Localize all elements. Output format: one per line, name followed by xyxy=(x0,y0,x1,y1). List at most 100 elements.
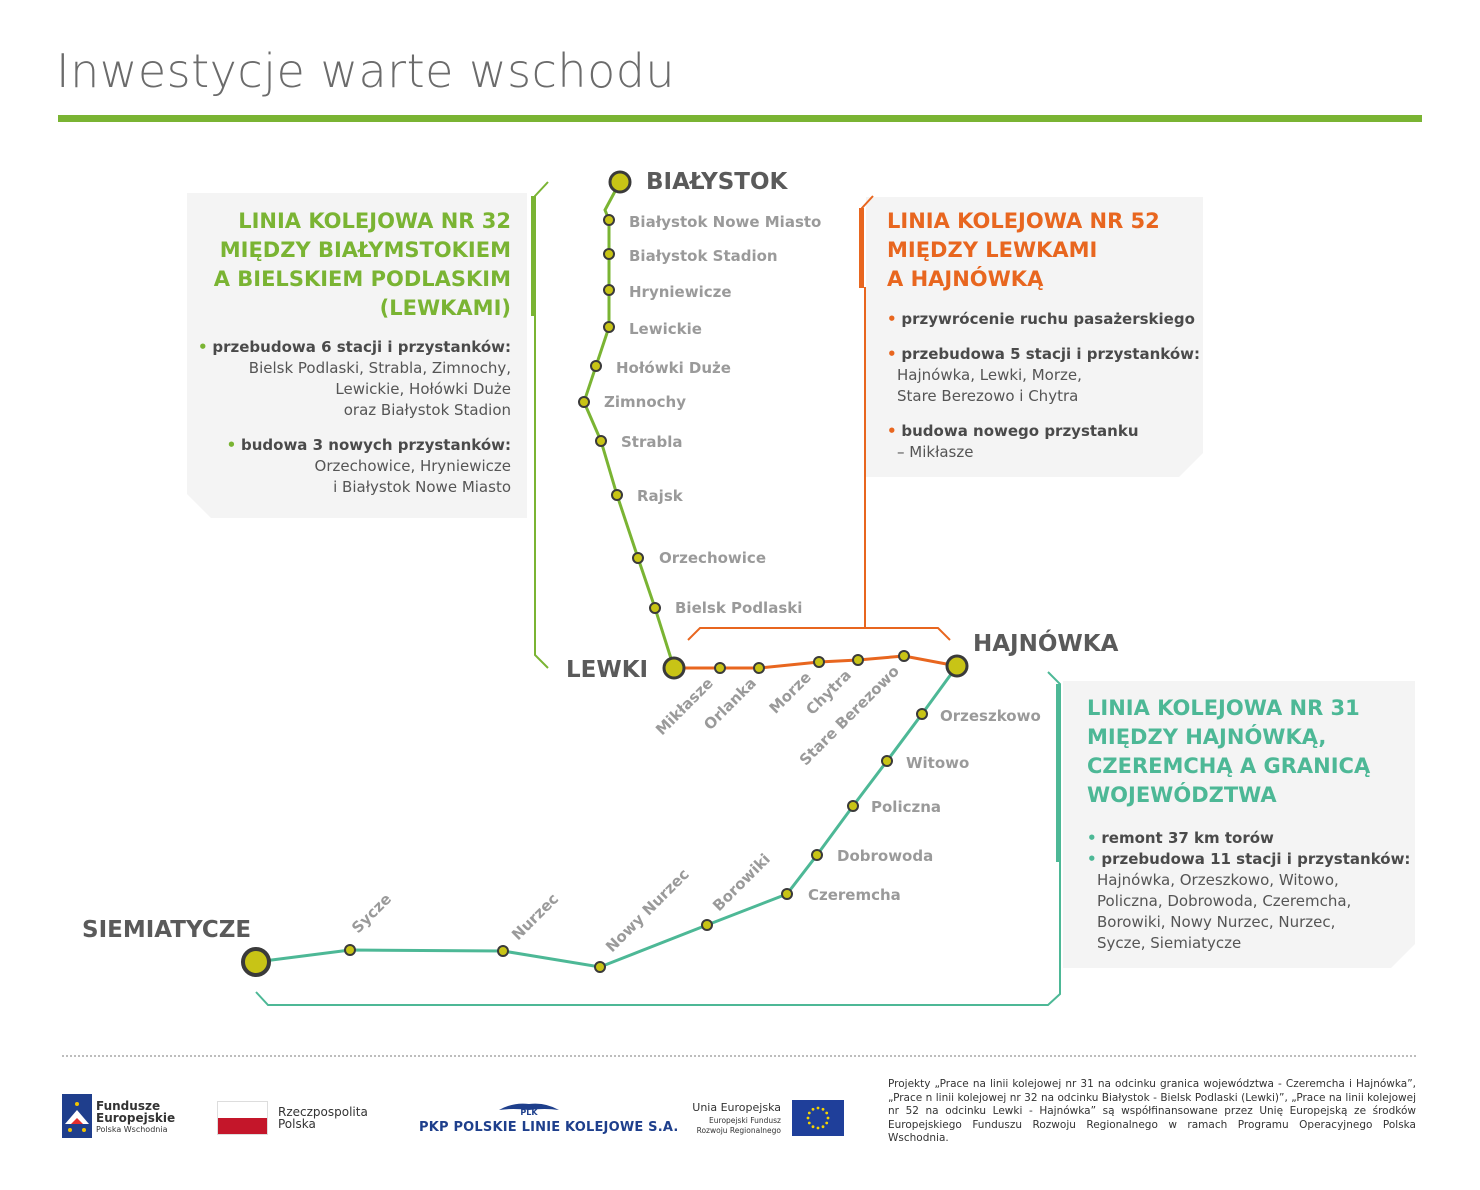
station-dot xyxy=(881,755,893,767)
bracket-line-32 xyxy=(534,181,549,669)
station-label: Lewickie xyxy=(629,320,702,338)
station-dot xyxy=(701,919,713,931)
hub-label-bialystok: BIAŁYSTOK xyxy=(646,169,789,195)
accent-line-31 xyxy=(1056,684,1061,862)
station-label: Zimnochy xyxy=(604,393,686,411)
page-title: Inwestycje warte wschodu xyxy=(56,44,676,98)
panel-52-item2-head: przebudowa 5 stacji i przystanków: xyxy=(901,345,1200,363)
title-underline xyxy=(58,115,1422,122)
station-dot xyxy=(852,654,864,666)
station-dot xyxy=(916,708,928,720)
station-label: Policzna xyxy=(871,798,941,816)
panel-line-52: LINIA KOLEJOWA NR 52 MIĘDZY LEWKAMI A HA… xyxy=(866,197,1203,477)
footer-divider xyxy=(62,1055,1416,1057)
station-dot xyxy=(344,944,356,956)
panel-32-item2-line2: i Białystok Nowe Miasto xyxy=(333,478,511,496)
station-label: Bielsk Podlaski xyxy=(675,599,802,617)
eu-flag-icon xyxy=(792,1100,844,1136)
fe-logo-line1: Fundusze xyxy=(96,1099,161,1113)
station-dot xyxy=(611,489,623,501)
station-dot xyxy=(898,650,910,662)
bracket-line-52-bottom xyxy=(687,627,951,641)
panel-52-heading-2: MIĘDZY LEWKAMI xyxy=(887,238,1098,262)
panel-32-item1-head: przebudowa 6 stacji i przystanków: xyxy=(212,338,511,356)
panel-52-item3-head: budowa nowego przystanku xyxy=(901,422,1139,440)
panel-32-heading-2: MIĘDZY BIAŁYMSTOKIEM xyxy=(219,238,511,262)
station-label: Nowy Nurzec xyxy=(602,865,693,956)
panel-line-32: LINIA KOLEJOWA NR 32 MIĘDZY BIAŁYMSTOKIE… xyxy=(187,193,527,518)
plk-emblem-text: PLK xyxy=(520,1108,538,1117)
accent-line-52 xyxy=(859,208,864,288)
bracket-line-31 xyxy=(255,671,1061,1006)
station-dot xyxy=(603,284,615,296)
panel-31-heading-3: CZEREMCHĄ A GRANICĄ xyxy=(1087,754,1371,778)
station-label: Białystok Stadion xyxy=(629,247,778,265)
panel-line-31: LINIA KOLEJOWA NR 31 MIĘDZY HAJNÓWKĄ, CZ… xyxy=(1063,681,1415,968)
station-label: Nurzec xyxy=(508,890,562,944)
panel-52-item1-head: przywrócenie ruchu pasażerskiego xyxy=(901,310,1195,328)
panel-52-heading-1: LINIA KOLEJOWA NR 52 xyxy=(887,209,1160,233)
panel-32-item1-line3: oraz Białystok Stadion xyxy=(343,401,511,419)
station-label: Strabla xyxy=(621,433,683,451)
panel-32-heading-4: (LEWKAMI) xyxy=(379,296,511,320)
panel-31-item2-line4: Sycze, Siemiatycze xyxy=(1097,934,1242,952)
rp-logo-line2: Polska xyxy=(278,1117,316,1131)
panel-32-item1-line2: Lewickie, Hołówki Duże xyxy=(335,380,511,398)
cofinancing-note: Projekty „Prace na linii kolejowej nr 31… xyxy=(888,1078,1416,1144)
panel-31-item2-head: przebudowa 11 stacji i przystanków: xyxy=(1101,850,1411,868)
station-dot xyxy=(603,214,615,226)
hub-label-hajnowka: HAJNÓWKA xyxy=(973,629,1119,657)
panel-31-item2-line1: Hajnówka, Orzeszkowo, Witowo, xyxy=(1097,871,1339,889)
fe-logo-line2: Europejskie xyxy=(96,1111,176,1125)
panel-31-heading-1: LINIA KOLEJOWA NR 31 xyxy=(1087,696,1360,720)
station-dot xyxy=(578,396,590,408)
station-dot xyxy=(847,800,859,812)
panel-32-heading-3: A BIELSKIEM PODLASKIM xyxy=(213,267,511,291)
panel-32-heading-1: LINIA KOLEJOWA NR 32 xyxy=(238,209,511,233)
station-dot xyxy=(811,849,823,861)
station-dot xyxy=(603,321,615,333)
accent-line-32 xyxy=(531,196,536,316)
panel-52-item3-line1: – Mikłasze xyxy=(897,443,974,461)
station-dot xyxy=(497,945,509,957)
polish-flag-icon xyxy=(217,1101,268,1135)
station-label: Hryniewicze xyxy=(629,283,732,301)
panel-31-item2-line3: Borowiki, Nowy Nurzec, Nurzec, xyxy=(1097,913,1336,931)
plk-emblem-icon: PLK xyxy=(499,1103,559,1117)
station-dot xyxy=(632,552,644,564)
station-label: Borowiki xyxy=(709,850,774,915)
station-dot xyxy=(813,656,825,668)
panel-32-item1-line1: Bielsk Podlaski, Strabla, Zimnochy, xyxy=(248,359,511,377)
panel-52-item2-line2: Stare Berezowo i Chytra xyxy=(897,387,1079,405)
ue-logo-line1: Unia Europejska xyxy=(692,1101,781,1114)
panel-52-heading-3: A HAJNÓWKĄ xyxy=(887,267,1044,291)
station-label: Orzeszkowo xyxy=(940,707,1041,725)
hub-hajnowka xyxy=(945,654,969,678)
ue-logo-line3: Rozwoju Regionalnego xyxy=(696,1126,781,1135)
panel-31-heading-2: MIĘDZY HAJNÓWKĄ, xyxy=(1087,725,1327,749)
panel-31-heading-4: WOJEWÓDZTWA xyxy=(1087,783,1277,807)
rp-logo-line1: Rzeczpospolita xyxy=(278,1105,368,1119)
hub-label-siemiatycze: SIEMIATYCZE xyxy=(82,917,251,943)
station-dot xyxy=(594,961,606,973)
station-dot xyxy=(714,662,726,674)
panel-32-item2-line1: Orzechowice, Hryniewicze xyxy=(314,457,511,475)
station-dot xyxy=(603,248,615,260)
station-label: Orzechowice xyxy=(659,549,766,567)
plk-logo-text: PKP POLSKIE LINIE KOLEJOWE S.A. xyxy=(419,1120,679,1135)
fundusze-europejskie-logo-icon xyxy=(62,1094,92,1138)
fe-logo-line3: Polska Wschodnia xyxy=(96,1125,168,1134)
panel-32-item2-head: budowa 3 nowych przystanków: xyxy=(240,436,511,454)
station-label: Dobrowoda xyxy=(837,847,933,865)
station-dot xyxy=(649,602,661,614)
station-label: Rajsk xyxy=(637,487,684,505)
station-dot xyxy=(595,435,607,447)
hub-label-lewki: LEWKI xyxy=(566,657,648,683)
station-dot xyxy=(781,888,793,900)
station-label: Mikłasze xyxy=(652,674,717,739)
panel-31-item2-line2: Policzna, Dobrowoda, Czeremcha, xyxy=(1097,892,1352,910)
station-dot xyxy=(590,360,602,372)
hub-bialystok xyxy=(608,170,632,194)
ue-logo-line2: Europejski Fundusz xyxy=(709,1116,781,1125)
